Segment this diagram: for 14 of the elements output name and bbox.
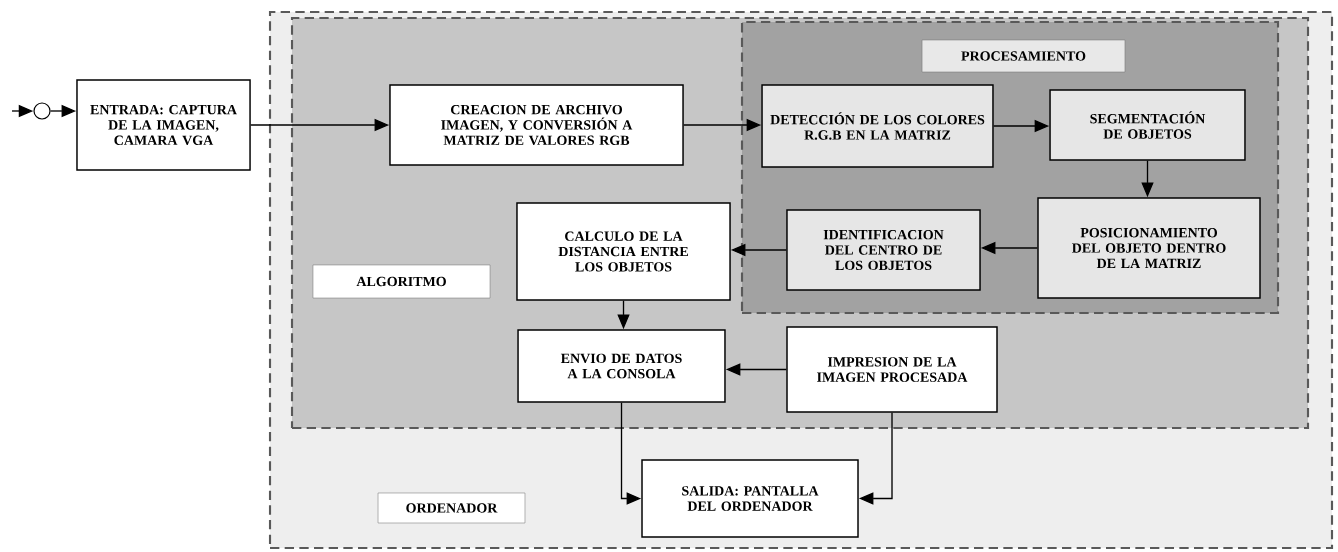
process-box: SEGMENTACIÓN DE OBJETOS (1049, 89, 1246, 161)
process-box: ENTRADA: CAPTURA DE LA IMAGEN, CAMARA VGA (76, 79, 251, 171)
process-box: CREACION DE ARCHIVO IMAGEN, Y CONVERSIÓN A MATRIZ DE VALORES RGB (389, 84, 684, 166)
process-box: IDENTIFICACION DEL CENTRO DE LOS OBJETOS (786, 209, 981, 291)
process-box: CALCULO DE LA DISTANCIA ENTRE LOS OBJETOS (516, 202, 731, 301)
section-label: PROCESAMIENTO (921, 39, 1126, 73)
process-box: SALIDA: PANTALLA DEL ORDENADOR (641, 459, 859, 538)
process-box: DETECCIÓN DE LOS COLORES R.G.B EN LA MATRIZ (761, 84, 994, 168)
process-box: POSICIONAMIENTO DEL OBJETO DENTRO DE LA MATRIZ (1037, 197, 1261, 299)
section-label: ALGORITMO (312, 264, 491, 299)
section-label: ORDENADOR (377, 492, 526, 524)
circle-symbol (33, 102, 51, 120)
process-box: IMPRESION DE LA IMAGEN PROCESADA (786, 326, 998, 413)
process-box: ENVIO DE DATOS A LA CONSOLA (517, 329, 726, 403)
